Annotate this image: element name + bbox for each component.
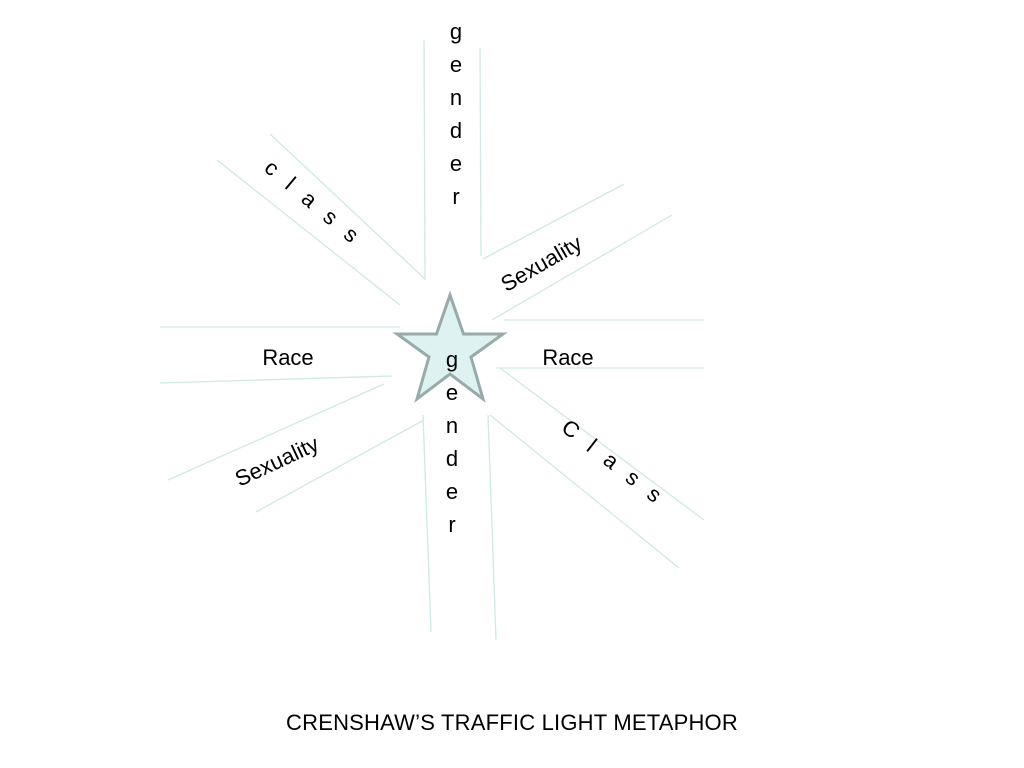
center-star (392, 290, 508, 403)
gender-label-bottom: gender (440, 347, 465, 545)
road-sex-bl-upper (167, 383, 385, 481)
road-top-left-edge (423, 39, 426, 281)
road-class-br-upper (499, 367, 705, 521)
slide-caption: CRENSHAW’S TRAFFIC LIGHT METAPHOR (286, 710, 738, 735)
road-bottom-left-edge (422, 414, 432, 633)
sexuality-label-top-right: Sexuality (496, 230, 586, 296)
gender-label-top: gender (444, 19, 469, 217)
class-label-top-left: c l a s s (260, 155, 364, 248)
road-class-tl-outer (216, 159, 401, 306)
class-label-bottom-right: C l a s s (557, 414, 667, 507)
road-race-left-lower (159, 375, 393, 384)
road-bottom-right-edge (487, 414, 497, 641)
road-top-right-edge (479, 47, 482, 257)
road-lines (159, 39, 705, 641)
race-label-right: Race (542, 345, 593, 370)
road-sex-tr-lower (491, 214, 673, 321)
road-class-br-lower (489, 414, 680, 569)
road-sex-bl-lower (255, 419, 425, 513)
road-sex-tr-upper (482, 183, 625, 260)
race-label-left: Race (262, 345, 313, 370)
road-class-tl-inner (269, 133, 426, 280)
